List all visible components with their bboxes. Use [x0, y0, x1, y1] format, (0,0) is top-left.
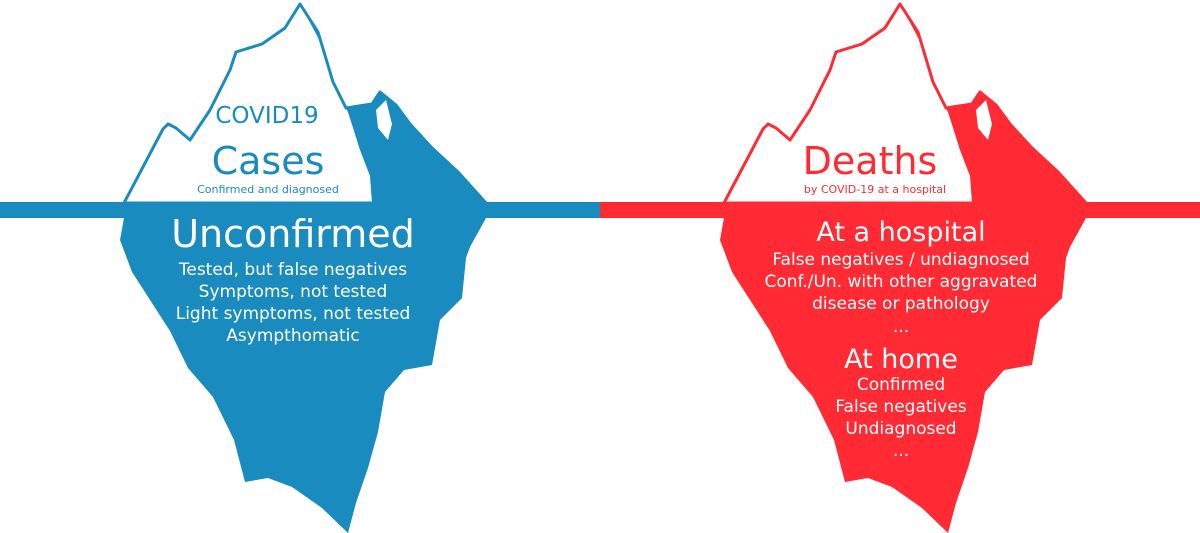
deaths-iceberg-underwater — [720, 218, 1086, 533]
cases-subtitle: Confirmed and diagnosed — [197, 183, 339, 196]
deaths-home-item: Confirmed — [856, 375, 946, 395]
deaths-home-ellipsis: ... — [892, 441, 910, 461]
deaths-home-title: At home — [844, 344, 958, 375]
cases-underwater-item: Asympthomatic — [226, 326, 360, 346]
cases-title: Cases — [211, 139, 325, 183]
cases-iceberg-crevice — [376, 100, 392, 140]
deaths-home-item: Undiagnosed — [845, 419, 957, 439]
deaths-iceberg-shadow — [900, 4, 1086, 203]
deaths-hospital-ellipsis: ... — [892, 317, 910, 337]
deaths-hospital-item: Conf./Un. with other aggravated — [764, 272, 1038, 292]
cases-underwater-item: Tested, but false negatives — [178, 260, 408, 280]
cases-underwater-item: Symptoms, not tested — [198, 282, 388, 302]
waterline-right — [600, 202, 1200, 218]
deaths-hospital-item: False negatives / undiagnosed — [772, 250, 1030, 270]
deaths-title: Deaths — [802, 139, 938, 183]
waterline-left — [0, 202, 600, 218]
deaths-hospital-item: disease or pathology — [812, 294, 990, 314]
deaths-iceberg-crevice — [976, 100, 992, 140]
cases-iceberg-shadow — [300, 4, 486, 203]
cases-iceberg-underwater — [120, 218, 486, 533]
cases-topic-label: COVID19 — [215, 103, 319, 129]
cases-underwater-title: Unconfirmed — [171, 212, 415, 256]
deaths-hospital-title: At a hospital — [816, 217, 986, 248]
deaths-home-item: False negatives — [835, 397, 967, 417]
cases-underwater-item: Light symptoms, not tested — [175, 304, 411, 324]
deaths-subtitle: by COVID-19 at a hospital — [803, 183, 947, 196]
